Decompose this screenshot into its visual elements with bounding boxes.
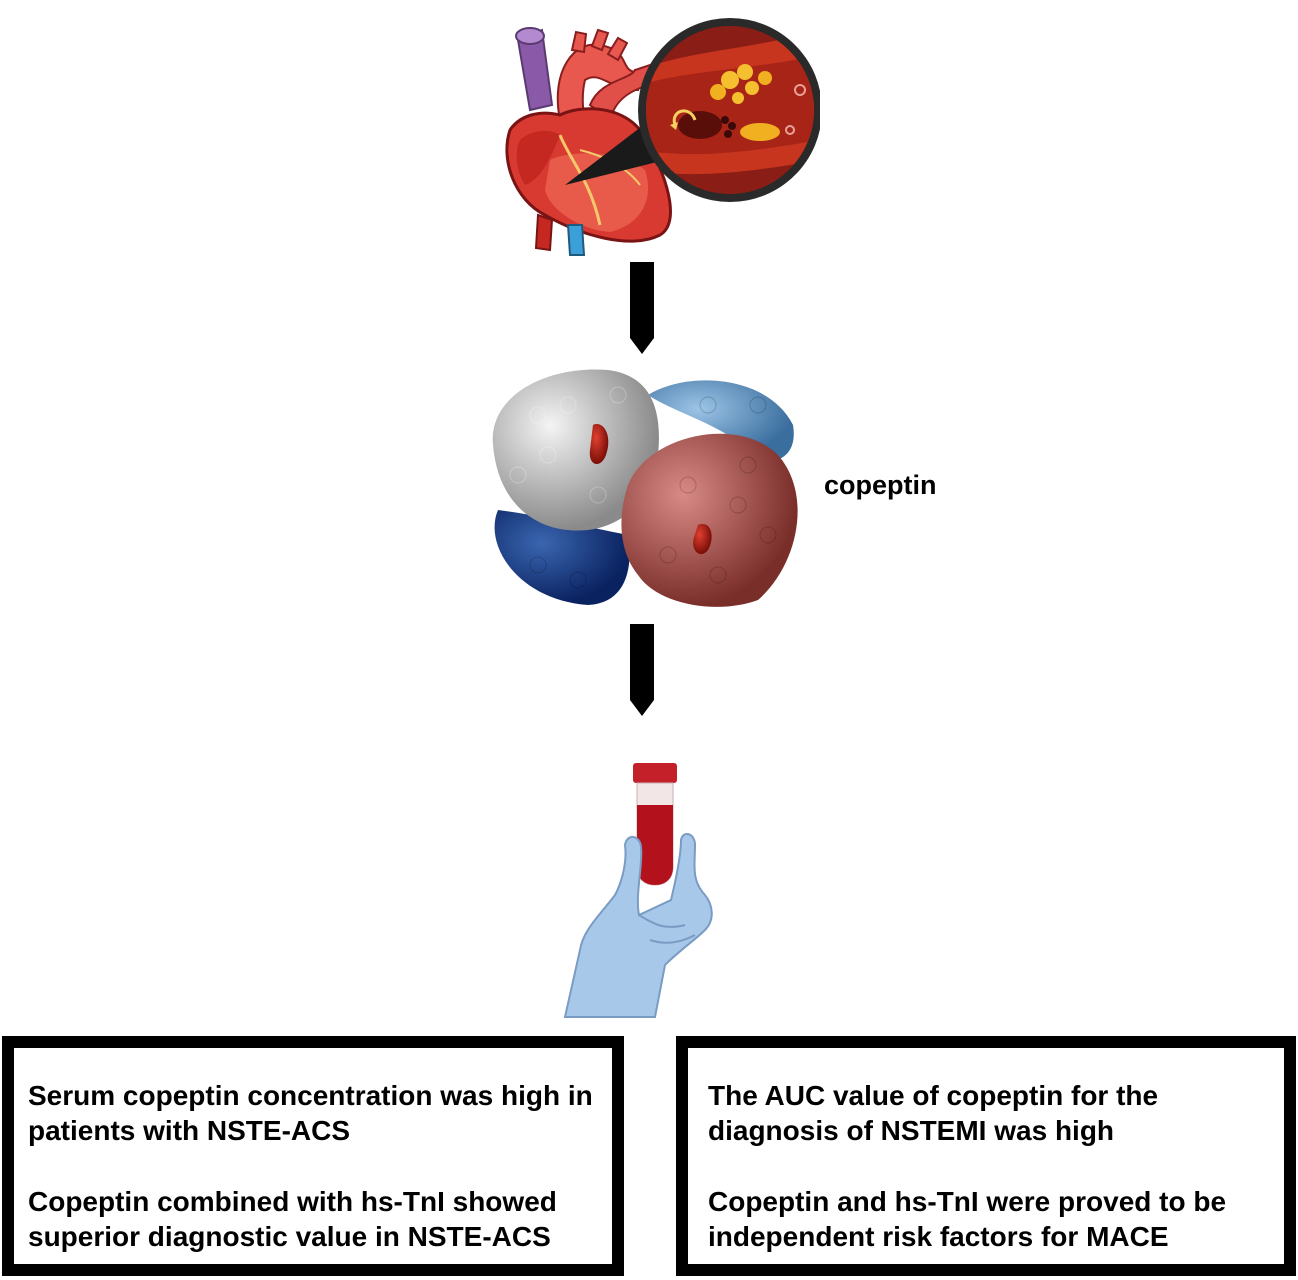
finding-text: Copeptin and hs-TnI were proved to be in…	[708, 1186, 1227, 1252]
blood-sample-illustration	[563, 763, 713, 1018]
arrow-down-icon	[630, 262, 654, 354]
artery-plaque-icon	[638, 18, 820, 202]
findings-box-right: The AUC value of copeptin for the diagno…	[676, 1036, 1296, 1276]
protein-structure-icon	[492, 369, 798, 607]
finding-text: The AUC value of copeptin for the diagno…	[708, 1080, 1159, 1146]
blood-tube-icon	[633, 763, 677, 886]
finding-text: Serum copeptin concentration was high in…	[28, 1080, 593, 1146]
gloved-hand-icon	[563, 833, 713, 1018]
protein-label: copeptin	[824, 470, 937, 500]
finding-text: Copeptin combined with hs-TnI showed sup…	[28, 1186, 557, 1252]
heart-illustration	[505, 18, 820, 256]
findings-box-left: Serum copeptin concentration was high in…	[2, 1036, 624, 1276]
arrow-down-icon	[630, 624, 654, 716]
